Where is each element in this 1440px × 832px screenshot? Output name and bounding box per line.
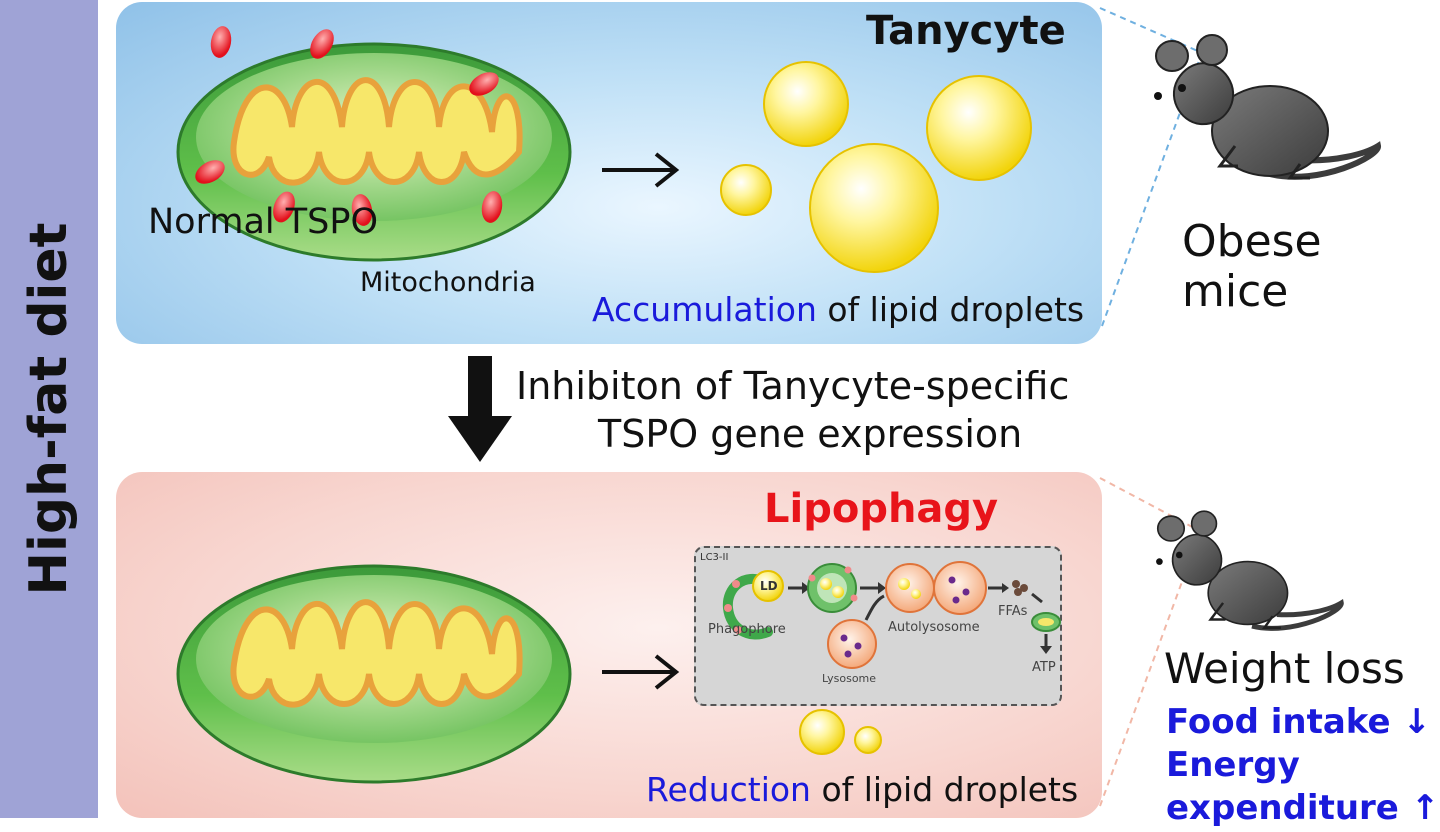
- arrow-down-icon: [448, 356, 512, 462]
- bottom-panel: Lipophagy: [116, 472, 1102, 818]
- autolysosome-label: Autolysosome: [888, 620, 980, 635]
- lipid-droplet-icon: [799, 709, 882, 755]
- accumulation-caption: Accumulation of lipid droplets: [592, 290, 1084, 329]
- obese-line2: mice: [1182, 266, 1289, 317]
- ld-label: LD: [760, 579, 778, 593]
- lipophagy-inset: LC3-II LD Phagophore Lysosome Autolysoso…: [694, 546, 1062, 706]
- top-panel: Tanycyte Normal TSPO Mitochondria Accumu…: [116, 2, 1102, 344]
- lc3-label: LC3-II: [700, 552, 729, 563]
- mouse-icon: [1154, 34, 1381, 180]
- accumulation-word: Accumulation: [592, 290, 817, 329]
- lipid-droplet-icon: [720, 61, 1032, 273]
- mitochondrion-icon: [176, 26, 572, 262]
- inhibition-line1: Inhibiton of Tanycyte-specific: [516, 364, 1070, 408]
- mitochondria-label: Mitochondria: [360, 267, 536, 298]
- reduction-rest: of lipid droplets: [810, 770, 1079, 809]
- normal-tspo-label: Normal TSPO: [148, 202, 379, 242]
- inhibition-line2: TSPO gene expression: [598, 412, 1023, 456]
- reduction-caption: Reduction of lipid droplets: [646, 770, 1078, 809]
- mitochondrion-icon: [176, 564, 572, 784]
- mouse-icon: [1156, 510, 1344, 631]
- ffas-label: FFAs: [998, 604, 1028, 619]
- weight-loss-title: Weight loss: [1164, 644, 1405, 693]
- sidebar: High-fat diet: [0, 0, 98, 818]
- reduction-word: Reduction: [646, 770, 811, 809]
- lysosome-label: Lysosome: [822, 672, 877, 685]
- expenditure-label: expenditure ↑: [1166, 788, 1440, 828]
- lipophagy-title: Lipophagy: [764, 486, 999, 532]
- accumulation-rest: of lipid droplets: [816, 290, 1085, 329]
- phagophore-label: Phagophore: [708, 622, 786, 637]
- arrow-right-icon: [602, 654, 680, 690]
- food-intake-label: Food intake ↓: [1166, 702, 1431, 742]
- energy-label: Energy: [1166, 745, 1300, 785]
- arrow-right-icon: [602, 152, 680, 188]
- atp-label: ATP: [1032, 660, 1056, 675]
- lipophagy-pathway: [722, 561, 1061, 669]
- tanycyte-title: Tanycyte: [866, 8, 1066, 54]
- obese-line1: Obese: [1182, 216, 1322, 267]
